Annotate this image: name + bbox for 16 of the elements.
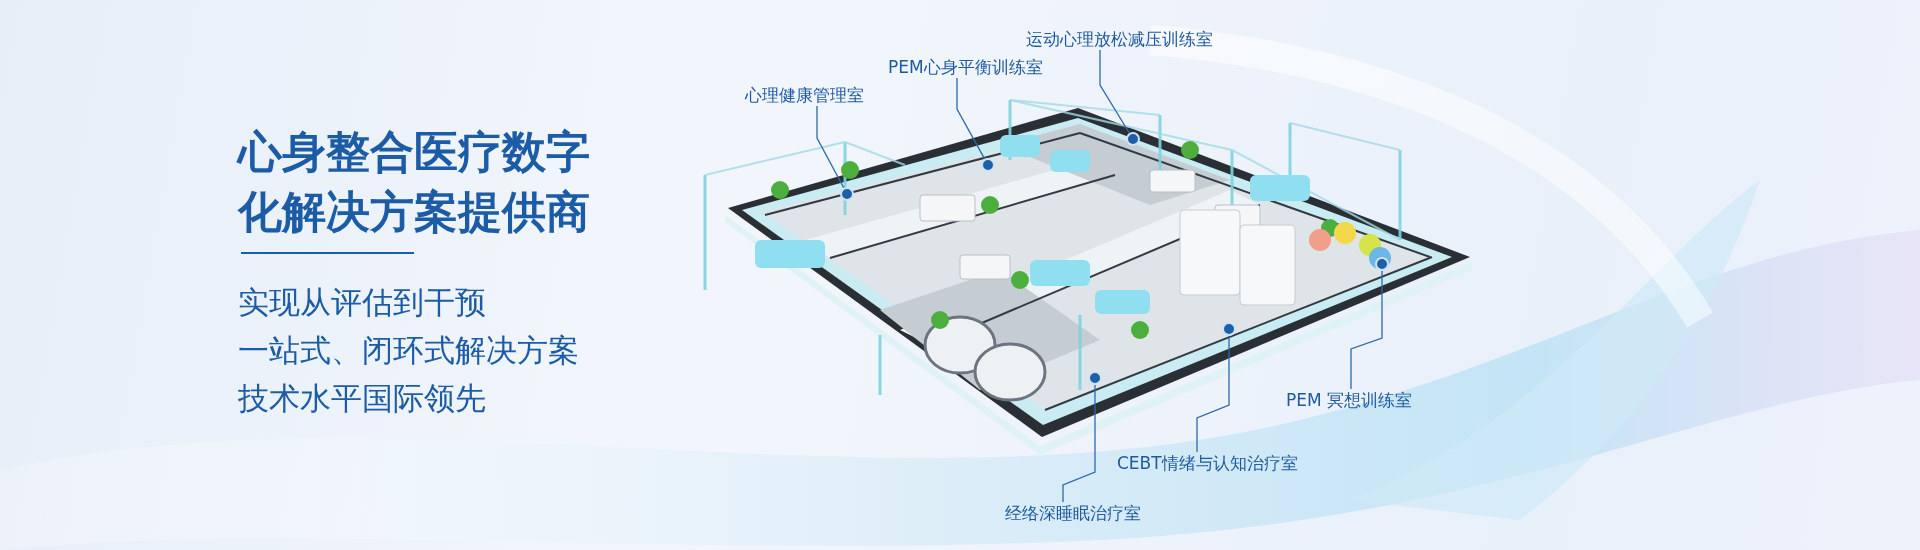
slogan-text: 实现从评估到干预 <box>238 283 486 321</box>
leader-line <box>816 105 845 189</box>
room-label: 心理健康管理室 <box>745 85 864 105</box>
room-label: 经络深睡眠治疗室 <box>1005 503 1141 523</box>
leader-line <box>1196 335 1230 453</box>
room-label: CEBT情绪与认知治疗室 <box>1117 453 1298 473</box>
heading: 心身整合医疗数字化解决方案提供商 <box>238 125 591 239</box>
room-label: PEM心身平衡训练室 <box>888 57 1043 77</box>
slogan-text: 一站式、闭环式解决方案 <box>238 331 579 369</box>
leader-line <box>1099 49 1130 134</box>
room-label: 运动心理放松减压训练室 <box>1026 29 1213 49</box>
room-label: PEM 冥想训练室 <box>1286 390 1413 410</box>
leader-line <box>1062 384 1096 503</box>
slogan-text: 技术水平国际领先 <box>238 379 486 417</box>
leader-line <box>1350 270 1383 390</box>
leader-line <box>956 77 986 160</box>
